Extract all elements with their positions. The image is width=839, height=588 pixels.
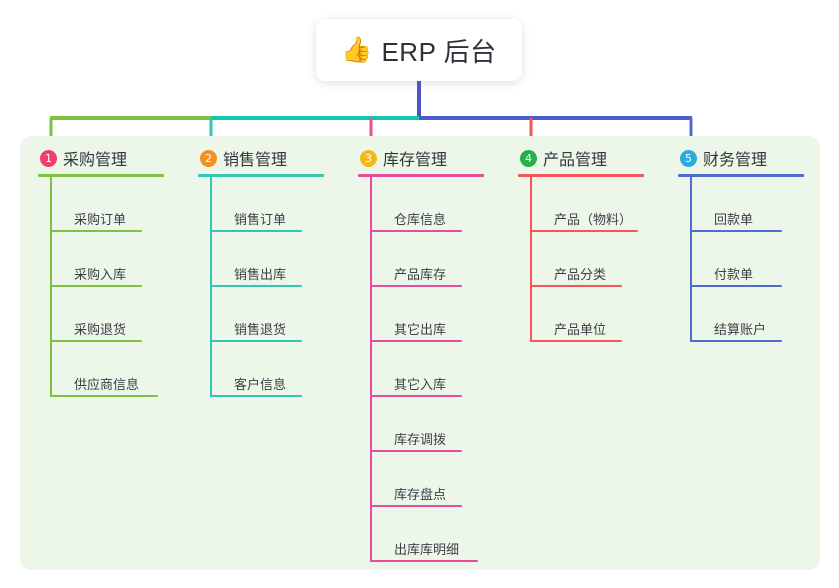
branch-header-rule (358, 174, 484, 177)
leaf-item-rule (690, 340, 782, 342)
branch-column-1: 1 采购管理采购订单采购入库采购退货供应商信息 (20, 136, 180, 570)
leaf-item-label: 采购入库 (74, 267, 127, 282)
leaf-item-label: 产品单位 (554, 322, 607, 337)
leaf-item-label: 采购退货 (74, 322, 127, 337)
branch-number-badge: 2 (200, 149, 217, 167)
leaf-item-rule (530, 340, 622, 342)
leaf-item-rule (50, 395, 158, 397)
leaf-item-label: 产品（物料） (554, 212, 633, 227)
branch-title: 财务管理 (703, 152, 768, 169)
branch-number-badge: 4 (520, 149, 537, 167)
leaf-item-rule (210, 395, 302, 397)
leaf-item-label: 采购订单 (74, 212, 127, 227)
leaf-item-label: 其它入库 (394, 377, 447, 392)
branch-header-5[interactable]: 5 财务管理 (680, 146, 767, 170)
branch-spine (690, 176, 692, 342)
leaf-item-rule (210, 230, 302, 232)
leaf-item-rule (210, 285, 302, 287)
branch-title: 销售管理 (223, 152, 288, 169)
leaf-item-rule (370, 560, 478, 562)
branch-columns: 1 采购管理采购订单采购入库采购退货供应商信息 2 销售管理销售订单销售出库销售退货客… (20, 136, 820, 570)
branch-title: 产品管理 (543, 152, 608, 169)
leaf-item-label: 库存盘点 (394, 487, 447, 502)
leaf-item-label: 回款单 (714, 212, 754, 227)
branch-title: 采购管理 (63, 152, 128, 169)
leaf-item-label: 产品库存 (394, 267, 447, 282)
branch-header-rule (38, 174, 164, 177)
leaf-item-rule (530, 285, 622, 287)
root-node-label: ERP 后台 (381, 36, 497, 67)
leaf-item-label: 结算账户 (714, 322, 767, 337)
branch-number-badge: 3 (360, 149, 377, 167)
branch-column-3: 3 库存管理仓库信息产品库存其它出库其它入库库存调拨库存盘点出库库明细 (340, 136, 500, 570)
leaf-item-label: 其它出库 (394, 322, 447, 337)
branch-title: 库存管理 (383, 152, 448, 169)
root-node[interactable]: 👍 ERP 后台 (316, 19, 522, 81)
leaf-item-label: 客户信息 (234, 377, 287, 392)
branch-header-4[interactable]: 4 产品管理 (520, 146, 607, 170)
leaf-item-label: 出库库明细 (394, 542, 460, 557)
branch-header-1[interactable]: 1 采购管理 (40, 146, 127, 170)
branch-header-3[interactable]: 3 库存管理 (360, 146, 447, 170)
leaf-item-label: 销售订单 (234, 212, 287, 227)
leaf-item-label: 供应商信息 (74, 377, 140, 392)
branch-column-4: 4 产品管理产品（物料） 产品分类产品单位 (500, 136, 660, 570)
leaf-item-rule (370, 450, 462, 452)
branch-header-rule (198, 174, 324, 177)
branch-header-rule (678, 174, 804, 177)
leaf-item-label: 仓库信息 (394, 212, 447, 227)
diagram-panel (20, 136, 820, 570)
branch-column-5: 5 财务管理回款单付款单结算账户 (660, 136, 820, 570)
branch-number-badge: 1 (40, 149, 57, 167)
leaf-item-rule (690, 230, 782, 232)
leaf-item-rule (50, 285, 142, 287)
leaf-item-rule (50, 340, 142, 342)
leaf-item-rule (370, 230, 462, 232)
leaf-item-rule (370, 285, 462, 287)
branch-header-2[interactable]: 2 销售管理 (200, 146, 287, 170)
leaf-item-label: 库存调拨 (394, 432, 447, 447)
branch-column-2: 2 销售管理销售订单销售出库销售退货客户信息 (180, 136, 340, 570)
branch-spine (370, 176, 372, 562)
leaf-item-label: 付款单 (714, 267, 754, 282)
leaf-item-rule (370, 505, 462, 507)
leaf-item-rule (530, 230, 638, 232)
leaf-item-label: 销售退货 (234, 322, 287, 337)
branch-header-rule (518, 174, 644, 177)
thumbs-up-icon: 👍 (341, 35, 373, 64)
leaf-item-label: 销售出库 (234, 267, 287, 282)
branch-number-badge: 5 (680, 149, 697, 167)
leaf-item-rule (690, 285, 782, 287)
leaf-item-label: 产品分类 (554, 267, 607, 282)
branch-spine (530, 176, 532, 342)
leaf-item-rule (50, 230, 142, 232)
leaf-item-rule (370, 340, 462, 342)
leaf-item-rule (210, 340, 302, 342)
leaf-item-rule (370, 395, 462, 397)
